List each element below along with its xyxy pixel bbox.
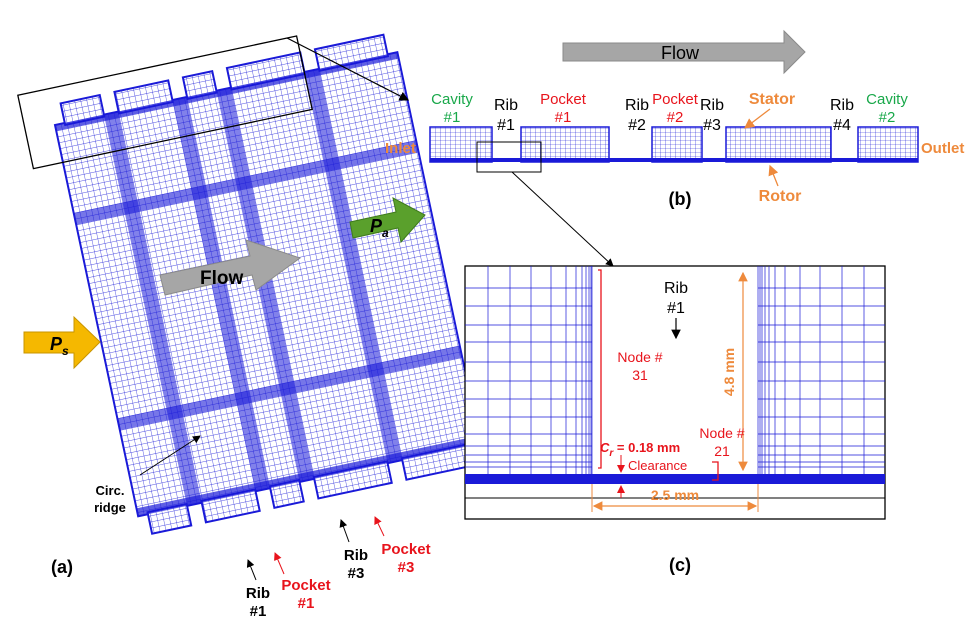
rib4-label-b: Rib: [830, 97, 854, 114]
rib2-label-b: Rib: [625, 97, 649, 114]
rotor-label: Rotor: [759, 188, 802, 205]
flow-label-a: Flow: [200, 268, 243, 289]
circ-ridge-arrow: [139, 435, 201, 476]
rib3-label-a: Rib: [344, 547, 368, 564]
panel-c-label: (c): [669, 555, 691, 575]
flow-arrow-a: [159, 239, 302, 296]
outlet-label: Outlet: [921, 140, 964, 157]
clearance-label: Clearance: [628, 458, 687, 473]
svg-text:31: 31: [632, 367, 648, 383]
flow-arrow-b: [562, 29, 806, 75]
pa-arrow: [349, 197, 426, 244]
ps-label: Ps: [50, 334, 69, 358]
node31-bracket: [598, 269, 602, 469]
height-dim-label: 4.8 mm: [721, 348, 737, 396]
svg-text:#4: #4: [833, 117, 851, 134]
cavity1-label: Cavity: [431, 91, 473, 108]
panel-a-label: (a): [51, 557, 73, 577]
svg-text:#1: #1: [555, 109, 572, 126]
connector-b-c: [511, 171, 614, 267]
panel-a-mesh: [17, 33, 482, 535]
svg-text:ridge: ridge: [94, 500, 126, 515]
rib1-label-b: Rib: [494, 97, 518, 114]
stator-label: Stator: [749, 91, 795, 108]
panel-c-frame: [464, 265, 886, 520]
pocket3-label-a: Pocket: [381, 541, 430, 558]
svg-text:#2: #2: [667, 109, 684, 126]
svg-text:#1: #1: [444, 109, 461, 126]
svg-text:#3: #3: [348, 565, 365, 582]
pocket1-label-a: Pocket: [281, 577, 330, 594]
panel-b-mesh: [429, 126, 919, 163]
svg-text:#1: #1: [497, 117, 515, 134]
pa-label: Pa: [370, 216, 389, 240]
width-dim-label: 2.5 mm: [651, 487, 699, 503]
inlet-label: Inlet: [385, 140, 416, 157]
pocket2-label-b: Pocket: [652, 91, 699, 108]
zoom-box-b: [476, 141, 542, 173]
circ-ridge-label: Circ.: [96, 483, 125, 498]
flow-label-b: Flow: [661, 43, 700, 63]
cr-label: Cr = 0.18 mm: [600, 440, 680, 459]
svg-text:#1: #1: [667, 300, 685, 317]
svg-text:#1: #1: [298, 595, 315, 612]
pocket1-label-b: Pocket: [540, 91, 587, 108]
rib3-label-b: Rib: [700, 97, 724, 114]
svg-text:#2: #2: [628, 117, 646, 134]
svg-text:21: 21: [714, 443, 730, 459]
svg-text:#1: #1: [250, 603, 267, 620]
ps-arrow: [23, 315, 101, 370]
node21-label: Node #: [699, 425, 744, 441]
svg-text:#3: #3: [398, 559, 415, 576]
node31-label: Node #: [617, 349, 662, 365]
svg-text:#3: #3: [703, 117, 721, 134]
rib1-label-c: Rib: [664, 280, 688, 297]
svg-text:#2: #2: [879, 109, 896, 126]
connector-a-b: [286, 37, 410, 101]
cavity2-label: Cavity: [866, 91, 908, 108]
rib1-label-a: Rib: [246, 585, 270, 602]
panel-b-label: (b): [669, 189, 692, 209]
